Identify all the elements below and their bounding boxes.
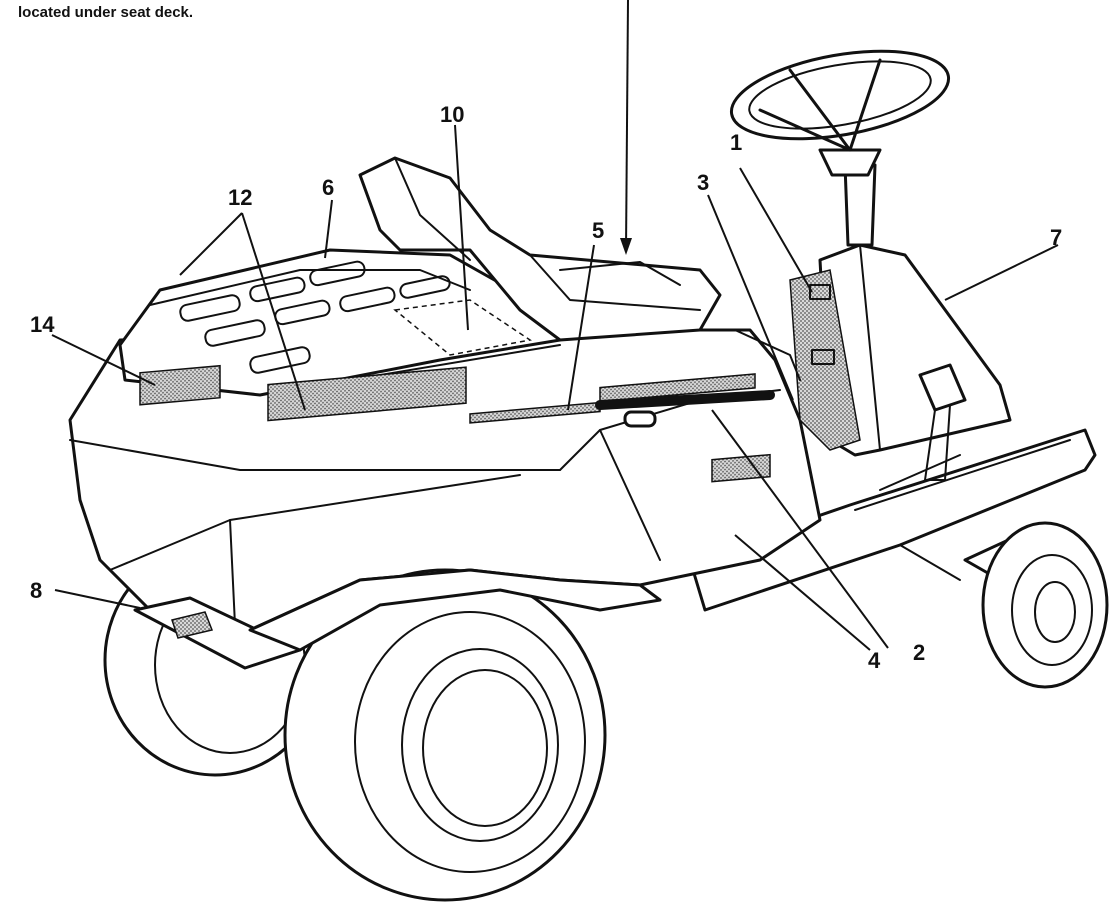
hidden-decal-outline xyxy=(393,299,532,356)
callout-6: 6 xyxy=(322,175,334,200)
lever-decal-2 xyxy=(599,373,756,403)
choke-knob xyxy=(809,284,831,300)
rear-right-wheel xyxy=(283,568,607,902)
callout-2: 2 xyxy=(913,640,925,665)
steering-console xyxy=(734,243,1012,457)
rear-decal-14 xyxy=(139,364,221,406)
side-decal-12 xyxy=(267,366,467,422)
callout-10: 10 xyxy=(440,102,464,127)
callout-7: 7 xyxy=(1050,225,1062,250)
side-decal-4 xyxy=(711,453,771,483)
shift-lever xyxy=(595,390,775,428)
callout-8: 8 xyxy=(30,578,42,603)
foot-pedal xyxy=(879,363,967,491)
chassis-floor xyxy=(688,428,1097,612)
rear-hitch-bracket xyxy=(133,596,302,670)
callout-14: 14 xyxy=(30,312,55,337)
rear-fender xyxy=(248,568,662,652)
decal-location-note: located under seat deck. xyxy=(18,4,194,21)
front-right-wheel xyxy=(963,521,1109,689)
leader-lines xyxy=(51,0,1059,651)
engine-cover xyxy=(118,248,562,397)
callout-1: 1 xyxy=(730,130,742,155)
cover-vent-slots xyxy=(179,260,451,374)
callout-3: 3 xyxy=(697,170,709,195)
callout-12: 12 xyxy=(228,185,252,210)
console-decal xyxy=(789,269,861,451)
callout-4: 4 xyxy=(868,648,881,673)
ignition-switch xyxy=(811,349,835,365)
hitch-decal-8 xyxy=(171,611,214,639)
callout-5: 5 xyxy=(592,218,604,243)
seat xyxy=(358,156,722,342)
steering-assembly xyxy=(729,49,951,247)
